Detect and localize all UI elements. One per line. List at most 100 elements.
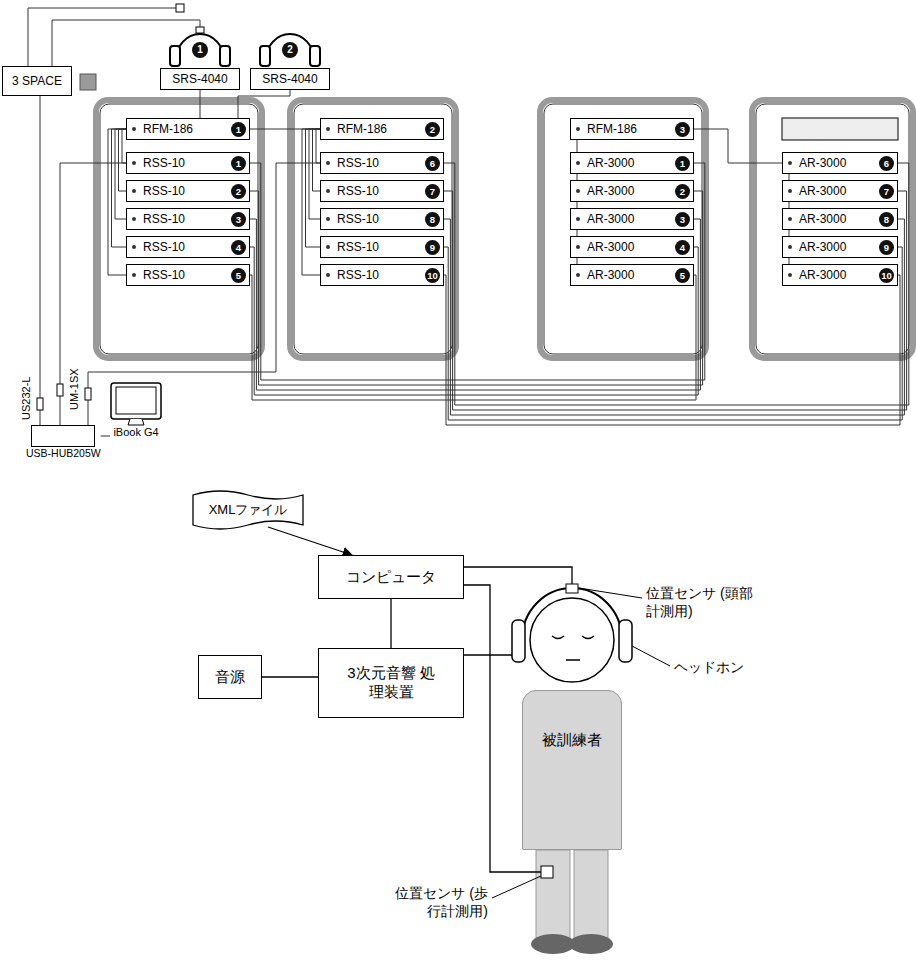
rack-frame bbox=[752, 100, 913, 358]
rack-frame bbox=[540, 100, 706, 358]
callout-number: 2 bbox=[425, 122, 440, 137]
callout-number: 2 bbox=[231, 184, 246, 199]
callout-number: 7 bbox=[879, 184, 894, 199]
leg bbox=[574, 850, 608, 938]
cable-wire bbox=[108, 129, 126, 275]
cable-wire bbox=[250, 247, 698, 395]
leader-line bbox=[579, 588, 642, 598]
node-label: RFM-186 bbox=[587, 122, 637, 136]
blank-panel bbox=[782, 118, 898, 140]
headband bbox=[176, 34, 224, 60]
cable-wire bbox=[309, 129, 320, 219]
cable-plug bbox=[37, 398, 43, 410]
signal-connector bbox=[262, 676, 318, 677]
cable-wire bbox=[250, 275, 696, 400]
head-sensor bbox=[566, 584, 578, 593]
terminal-dot bbox=[132, 189, 136, 193]
head bbox=[530, 598, 614, 682]
callout-number: 3 bbox=[675, 122, 690, 137]
face bbox=[552, 636, 594, 660]
cable-wire bbox=[444, 275, 900, 425]
signal-connector bbox=[268, 527, 352, 555]
node-label: 3次元音響 処理装置 bbox=[341, 664, 441, 702]
ear-cup bbox=[170, 46, 180, 66]
sensor-wires bbox=[28, 8, 200, 66]
callout-number: 1 bbox=[231, 156, 246, 171]
rack-unit: RSS-107 bbox=[320, 180, 444, 202]
rack-unit: RSS-105 bbox=[126, 264, 250, 286]
sensor-wire bbox=[52, 20, 200, 66]
cable-wire bbox=[101, 436, 110, 437]
rack-frame bbox=[756, 104, 909, 354]
terminal-dot bbox=[132, 127, 136, 131]
terminal-dot bbox=[788, 273, 792, 277]
rack-unit: AR-30004 bbox=[570, 236, 694, 258]
callout-number: 6 bbox=[425, 156, 440, 171]
terminal-dot bbox=[132, 217, 136, 221]
rack-unit: AR-30007 bbox=[782, 180, 898, 202]
callout-number: 3 bbox=[675, 212, 690, 227]
terminal-dot bbox=[326, 245, 330, 249]
rack-frame bbox=[290, 100, 456, 358]
callout-number: 1 bbox=[231, 122, 246, 137]
cable-wire bbox=[250, 191, 703, 385]
rack-frame bbox=[294, 104, 452, 354]
device-box: SRS-4040 bbox=[160, 68, 240, 90]
node-label: RSS-10 bbox=[143, 240, 185, 254]
callout-number: 1 bbox=[192, 42, 208, 58]
cable-wire bbox=[119, 129, 127, 191]
cable-wire bbox=[313, 129, 321, 191]
terminal-dot bbox=[576, 127, 580, 131]
node-label: コンピュータ bbox=[346, 568, 436, 587]
terminal-dot bbox=[326, 217, 330, 221]
rack-unit: RSS-103 bbox=[126, 208, 250, 230]
sensor-wire bbox=[28, 8, 176, 66]
node-label: RSS-10 bbox=[337, 184, 379, 198]
terminal-dot bbox=[576, 245, 580, 249]
rack-unit: RFM-1861 bbox=[126, 118, 250, 140]
cable-wire bbox=[200, 90, 201, 118]
rack-unit: AR-30009 bbox=[782, 236, 898, 258]
node-label: RSS-10 bbox=[143, 212, 185, 226]
rack-unit: RSS-10 6 bbox=[320, 152, 444, 174]
rack-unit: AR-30002 bbox=[570, 180, 694, 202]
trainee-figure bbox=[512, 584, 632, 954]
cable-label: UM-1SX bbox=[68, 368, 81, 410]
foot bbox=[569, 934, 613, 954]
node-label: AR-3000 bbox=[799, 240, 846, 254]
annotation: 位置センサ (歩行計測用) bbox=[388, 884, 488, 920]
node-label: 3 SPACE bbox=[12, 74, 62, 88]
cable-wire bbox=[306, 129, 321, 247]
rack-frame bbox=[96, 100, 262, 358]
rack-unit: RSS-1010 bbox=[320, 264, 444, 286]
cable-wire bbox=[238, 90, 290, 118]
racks bbox=[96, 100, 913, 358]
callout-number: 5 bbox=[231, 268, 246, 283]
leader-line bbox=[632, 646, 670, 666]
cable-wire bbox=[694, 129, 782, 163]
signal-wire bbox=[464, 654, 512, 655]
headband bbox=[522, 588, 622, 640]
rack-unit: RSS-102 bbox=[126, 180, 250, 202]
document-shape: XMLファイル bbox=[192, 488, 304, 532]
rack-unit: RSS-109 bbox=[320, 236, 444, 258]
device-box: SRS-4040 bbox=[250, 68, 330, 90]
cable-wire bbox=[444, 163, 909, 405]
monitor-frame bbox=[111, 383, 161, 419]
rack-unit: AR-300010 bbox=[782, 264, 898, 286]
document-outline bbox=[193, 491, 303, 529]
terminal-dot bbox=[788, 189, 792, 193]
cable-wire bbox=[444, 219, 904, 415]
tracker-source bbox=[80, 74, 96, 90]
callout-number: 10 bbox=[425, 268, 440, 283]
rack-unit: AR-30003 bbox=[570, 208, 694, 230]
node-label: AR-3000 bbox=[799, 212, 846, 226]
headphone-icon bbox=[170, 34, 320, 66]
monitor-stand bbox=[128, 419, 144, 425]
node-label: RSS-10 bbox=[337, 156, 379, 170]
callout-number: 6 bbox=[879, 156, 894, 171]
cable-wire bbox=[112, 129, 127, 247]
cable-wire bbox=[444, 191, 907, 410]
terminal-dot bbox=[788, 245, 792, 249]
